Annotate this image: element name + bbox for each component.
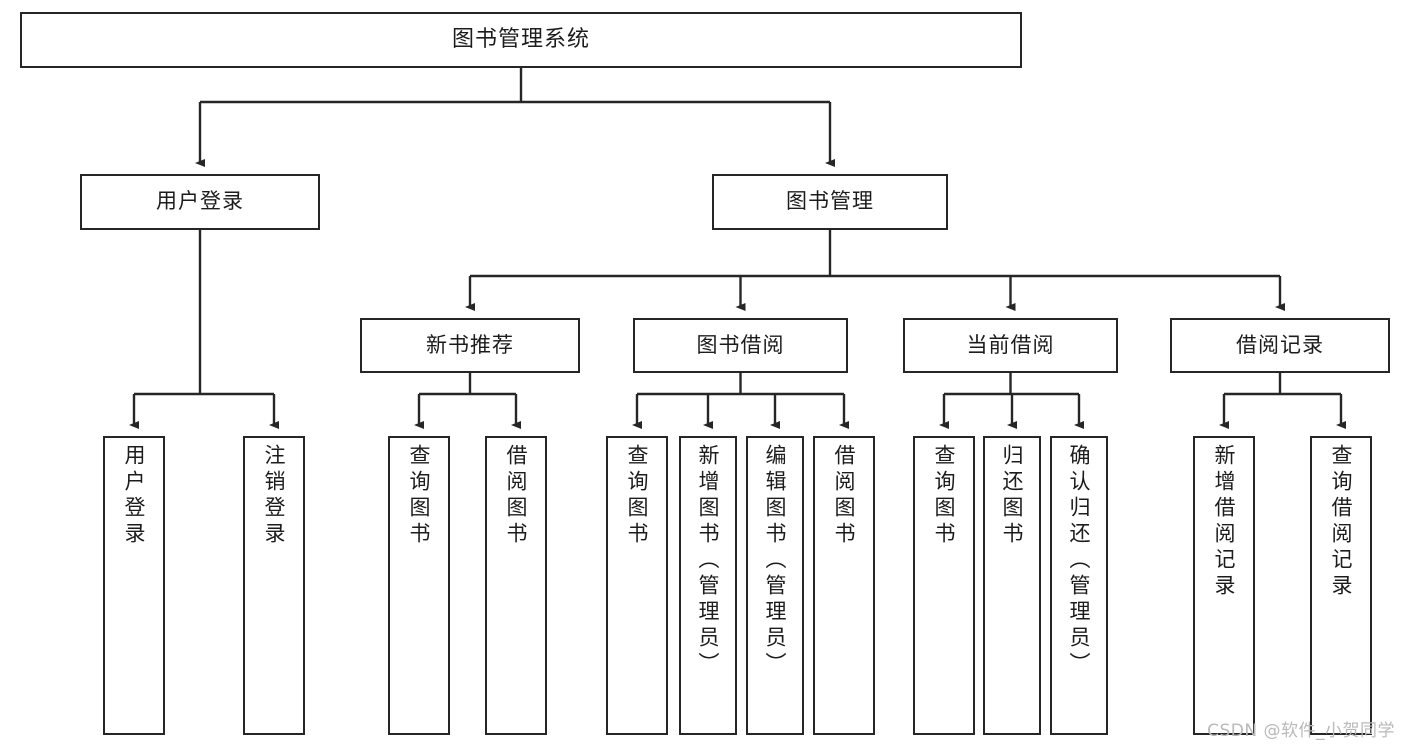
node-label: 借阅图书	[504, 444, 529, 548]
node-current-borrow[interactable]: 当前借阅	[903, 318, 1118, 373]
node-label: 查询图书	[625, 444, 650, 548]
node-label: 用户登录	[156, 189, 244, 214]
node-label: 查询图书	[407, 444, 432, 548]
node-leaf-user-login[interactable]: 用户登录	[103, 436, 165, 735]
node-label: 归还图书	[1000, 444, 1025, 548]
node-label: 注销登录	[262, 444, 287, 548]
node-borrow-record[interactable]: 借阅记录	[1170, 318, 1390, 373]
node-label: 新增借阅记录	[1212, 444, 1237, 600]
node-label: 图书管理系统	[451, 26, 590, 52]
node-label: 新书推荐	[426, 332, 514, 357]
node-leaf-query-2[interactable]: 查询图书	[606, 436, 668, 735]
node-leaf-return[interactable]: 归还图书	[983, 436, 1041, 735]
node-label: 借阅记录	[1236, 332, 1324, 357]
node-label: 当前借阅	[966, 332, 1055, 357]
node-leaf-logout[interactable]: 注销登录	[243, 436, 305, 735]
node-label: 借阅图书	[832, 444, 857, 548]
node-leaf-edit-book[interactable]: 编辑图书（管理员）	[746, 436, 804, 735]
node-book-borrow[interactable]: 图书借阅	[633, 318, 848, 373]
node-root[interactable]: 图书管理系统	[20, 12, 1022, 68]
node-leaf-add-book[interactable]: 新增图书（管理员）	[679, 436, 737, 735]
node-label: 图书借阅	[696, 332, 785, 357]
node-leaf-add-rec[interactable]: 新增借阅记录	[1193, 436, 1255, 735]
node-leaf-borrow-2[interactable]: 借阅图书	[813, 436, 875, 735]
node-label: 用户登录	[122, 444, 147, 548]
node-new-book-rec[interactable]: 新书推荐	[360, 318, 580, 373]
node-label: 查询图书	[932, 444, 957, 548]
node-leaf-borrow-1[interactable]: 借阅图书	[485, 436, 547, 735]
node-label: 编辑图书（管理员）	[763, 444, 788, 678]
node-label: 新增图书（管理员）	[696, 444, 721, 678]
node-user-login[interactable]: 用户登录	[80, 174, 320, 230]
node-label: 确认归还（管理员）	[1067, 444, 1092, 678]
node-label: 图书管理	[786, 189, 874, 214]
node-leaf-confirm[interactable]: 确认归还（管理员）	[1050, 436, 1108, 735]
node-label: 查询借阅记录	[1329, 444, 1354, 600]
watermark-label: CSDN @软件_小贺同学	[1207, 721, 1395, 741]
node-leaf-query-1[interactable]: 查询图书	[388, 436, 450, 735]
node-leaf-query-3[interactable]: 查询图书	[913, 436, 975, 735]
node-leaf-query-rec[interactable]: 查询借阅记录	[1310, 436, 1372, 735]
node-book-manage[interactable]: 图书管理	[712, 174, 948, 230]
